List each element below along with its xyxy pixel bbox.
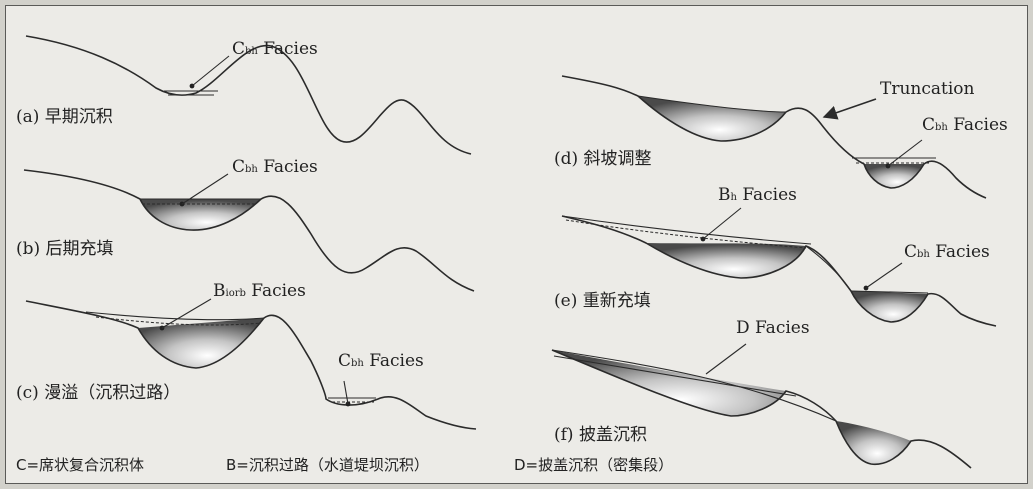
channel-fill-lens-c	[138, 318, 264, 368]
facies-label-e1: Bh Facies	[718, 185, 797, 205]
figure-frame: Cbh Facies (a) 早期沉积 Cbh Facies (b) 后期充填 …	[5, 5, 1028, 484]
legend: C=席状复合沉积体 B=沉积过路（水道堤坝沉积） D=披盖沉积（密集段）	[16, 456, 673, 474]
facies-label-e2: Cbh Facies	[904, 242, 990, 262]
panel-b: Cbh Facies (b) 后期充填	[16, 157, 474, 291]
panel-d: Cbh Facies Truncation (d) 斜坡调整	[554, 76, 1008, 198]
channel-fill-lens-d1	[638, 96, 786, 141]
facies-label-b: Cbh Facies	[232, 157, 318, 177]
panel-e: Bh Facies Cbh Facies (e) 重新充填	[554, 185, 996, 326]
panel-f: D Facies (f) 披盖沉积	[552, 318, 971, 468]
channel-fill-lens-e1	[646, 243, 806, 278]
facies-leader-a	[192, 56, 229, 86]
panel-c: Biorb Facies Cbh Facies (c) 漫溢（沉积过路）	[16, 281, 476, 429]
facies-label-f: D Facies	[736, 318, 810, 338]
panel-a: Cbh Facies (a) 早期沉积	[16, 36, 471, 154]
facies-leader-f	[706, 344, 746, 374]
facies-leader-e1	[703, 208, 741, 239]
facies-label-d: Cbh Facies	[922, 115, 1008, 135]
levee-line-e1	[562, 216, 811, 244]
panel-label-d: (d) 斜坡调整	[554, 149, 652, 169]
facies-label-c2: Cbh Facies	[338, 351, 424, 371]
channel-evolution-diagram: Cbh Facies (a) 早期沉积 Cbh Facies (b) 后期充填 …	[6, 6, 1027, 483]
panel-label-e: (e) 重新充填	[554, 291, 651, 311]
facies-leader-c2	[344, 381, 348, 404]
facies-label-c1: Biorb Facies	[213, 281, 306, 301]
legend-d: D=披盖沉积（密集段）	[514, 456, 673, 474]
truncation-label: Truncation	[880, 79, 975, 99]
panel-label-c: (c) 漫溢（沉积过路）	[16, 383, 180, 403]
legend-b: B=沉积过路（水道堤坝沉积）	[226, 456, 429, 474]
facies-leader-d	[888, 140, 922, 166]
levee-line-e2	[806, 246, 851, 291]
seafloor-profile-b	[24, 170, 474, 291]
drape-lens-f1	[552, 350, 786, 416]
panel-label-a: (a) 早期沉积	[16, 107, 113, 127]
panel-label-b: (b) 后期充填	[16, 239, 114, 259]
truncation-arrow	[824, 99, 876, 117]
panel-label-f: (f) 披盖沉积	[554, 425, 647, 445]
facies-leader-e2	[866, 263, 902, 288]
legend-c: C=席状复合沉积体	[16, 456, 144, 474]
facies-label-a: Cbh Facies	[232, 39, 318, 59]
